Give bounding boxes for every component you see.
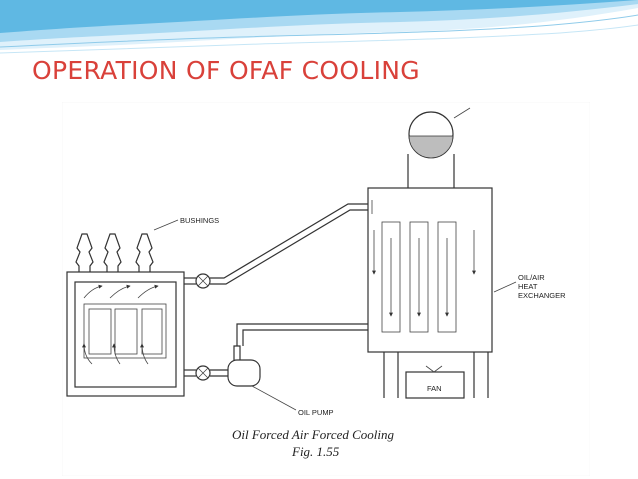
wave-line-2 — [0, 24, 638, 54]
figure-caption: Oil Forced Air Forced Cooling — [232, 427, 394, 442]
upper-oil-pipe — [184, 200, 373, 289]
oil-air-heat-exchanger: OIL/AIR HEAT EXCHANGER — [367, 187, 566, 353]
ofaf-cooling-diagram: BUSHINGS OIL PUMP — [62, 102, 590, 476]
figure-number: Fig. 1.55 — [291, 444, 340, 459]
exchanger-label-line2: HEAT — [518, 282, 538, 291]
lower-oil-pipe — [184, 365, 228, 381]
transformer-tank — [66, 271, 185, 397]
bushings: BUSHINGS — [75, 216, 219, 272]
wave-line — [0, 14, 638, 48]
fan: FAN — [405, 365, 465, 399]
wave-band-dark — [0, 0, 638, 33]
exchanger-label-line3: EXCHANGER — [518, 291, 566, 300]
slide-title: OPERATION OF OFAF COOLING — [32, 56, 420, 85]
exchanger-stand — [383, 352, 489, 398]
bushings-label: BUSHINGS — [180, 216, 219, 225]
exchanger-label-line1: OIL/AIR — [518, 273, 545, 282]
oil-pump: OIL PUMP — [227, 323, 368, 417]
fan-label: FAN — [427, 384, 442, 393]
oil-pump-label: OIL PUMP — [298, 408, 334, 417]
conservator — [407, 107, 471, 188]
header-wave-decoration — [0, 0, 638, 62]
